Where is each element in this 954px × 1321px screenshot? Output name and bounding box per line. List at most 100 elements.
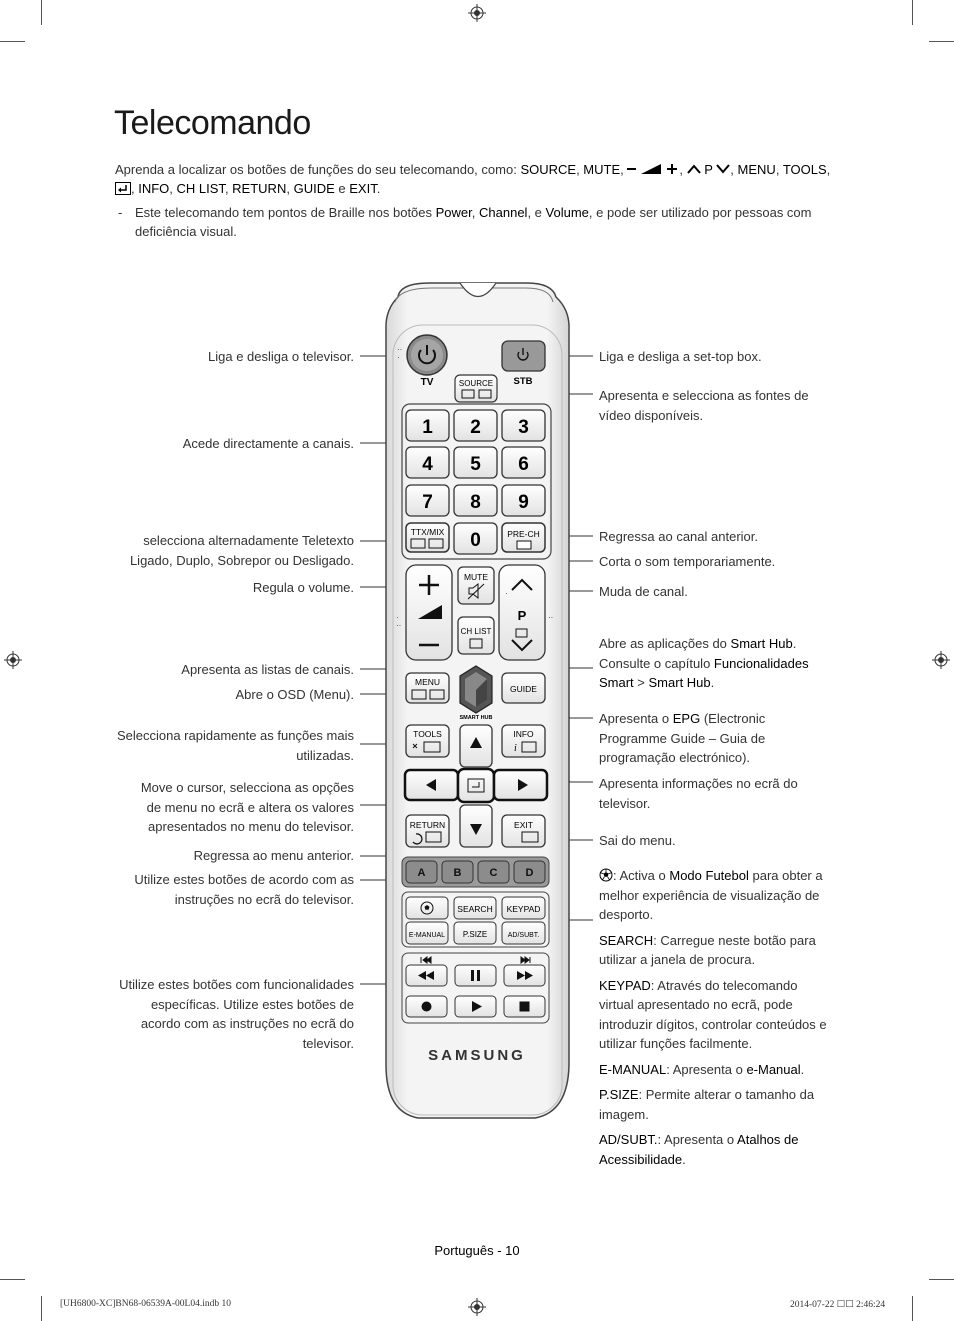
svg-text:3: 3 [518, 417, 529, 438]
svg-text:·: · [396, 613, 399, 622]
svg-text:P: P [518, 608, 527, 623]
play-button[interactable] [454, 995, 497, 1018]
smart-hub-button[interactable] [459, 665, 493, 714]
imprint-file: [UH6800-XC]BN68-06539A-00L04.indb 10 [60, 1299, 231, 1309]
label-stb-power: Liga e desliga a set-top box. [599, 349, 762, 364]
source-button[interactable]: SOURCE [454, 374, 498, 403]
arrow-up-icon [470, 737, 482, 748]
stb-label: STB [514, 376, 533, 387]
label-tv-power: Liga e desliga o televisor. [208, 349, 354, 364]
label-info: Apresenta informações no ecrã do televis… [599, 776, 798, 811]
exit-button[interactable]: EXIT [501, 814, 546, 848]
enter-icon [115, 182, 131, 195]
label-dpad: Move o cursor, selecciona as opções de m… [140, 780, 354, 834]
color-c-button[interactable]: C [477, 860, 510, 884]
color-a-button[interactable]: A [405, 860, 438, 884]
smart-hub-label: SMART HUB [460, 715, 493, 721]
imprint-date: 2014-07-22 ☐☐ 2:46:24 [790, 1300, 886, 1310]
media-panel [401, 952, 550, 1024]
record-button[interactable] [405, 995, 448, 1018]
svg-text:7: 7 [422, 492, 433, 513]
digit-7-button[interactable]: 7 [405, 484, 450, 517]
crop-mark [929, 41, 954, 42]
color-panel [401, 856, 550, 888]
svg-text:8: 8 [470, 492, 481, 513]
label-source: Apresenta e selecciona as fontes de víde… [599, 388, 809, 423]
channel-rocker[interactable]: P [498, 564, 546, 661]
label-volume: Regula o volume. [252, 580, 354, 595]
chevron-up-icon [686, 164, 701, 174]
tv-label: TV [421, 377, 434, 388]
ttx-mix-button[interactable]: TTX/MIX [405, 522, 450, 553]
p-size-button[interactable]: P.SIZE [453, 921, 497, 945]
svg-text:E-MANUAL: E-MANUAL [409, 932, 445, 939]
digit-9-button[interactable]: 9 [501, 484, 546, 517]
digit-2-button[interactable]: 2 [453, 409, 498, 442]
stop-button[interactable] [503, 995, 546, 1018]
fast-forward-button[interactable] [503, 964, 546, 987]
digit-panel [401, 403, 552, 560]
svg-text:·: · [397, 353, 400, 362]
tools-button[interactable]: TOOLS [405, 724, 450, 758]
svg-text:CH LIST: CH LIST [461, 627, 492, 636]
svg-text:6: 6 [518, 454, 529, 475]
e-manual-button[interactable]: E-MANUAL [405, 921, 449, 945]
ad-subt-button[interactable]: AD/SUBT. [501, 921, 546, 945]
crop-mark [0, 41, 25, 42]
svg-text:1: 1 [422, 417, 433, 438]
digit-0-button[interactable]: 0 [453, 522, 498, 555]
label-mute: Corta o som temporariamente. [599, 554, 776, 569]
svg-text:5: 5 [470, 454, 481, 475]
color-d-button[interactable]: D [513, 860, 546, 884]
stb-power-button[interactable] [501, 340, 546, 372]
tv-power-button[interactable] [406, 334, 448, 376]
digit-3-button[interactable]: 3 [501, 409, 546, 442]
svg-text:TTX/MIX: TTX/MIX [411, 527, 445, 537]
svg-text:A: A [418, 867, 426, 879]
svg-text:SOURCE: SOURCE [459, 379, 493, 388]
color-b-button[interactable]: B [441, 860, 474, 884]
chevron-down-icon [716, 164, 731, 174]
return-button[interactable]: RETURN [405, 814, 450, 848]
rewind-button[interactable] [405, 964, 448, 987]
crop-mark [929, 1279, 954, 1280]
volume-rocker[interactable] [405, 564, 453, 661]
label-chlist: Apresenta as listas de canais. [181, 662, 354, 677]
svg-text:MUTE: MUTE [464, 572, 488, 582]
registration-mark-icon [4, 651, 22, 669]
label-return: Regressa ao menu anterior. [193, 848, 354, 863]
svg-text:9: 9 [518, 492, 529, 513]
info-button[interactable]: INFO i [501, 724, 546, 758]
label-exit: Sai do menu. [599, 833, 676, 848]
svg-text:··: ·· [397, 345, 402, 354]
label-tools: Selecciona rapidamente as funções mais u… [116, 728, 354, 763]
ch-list-button[interactable]: CH LIST [457, 616, 495, 655]
label-media-buttons: Utilize estes botões com funcionalidades… [119, 977, 354, 1051]
svg-text:B: B [454, 867, 462, 879]
svg-text:D: D [526, 867, 534, 879]
label-channel: Muda de canal. [599, 584, 688, 599]
football-button[interactable] [405, 896, 449, 920]
digit-1-button[interactable]: 1 [405, 409, 450, 442]
enter-button[interactable] [456, 767, 496, 804]
pause-button[interactable] [454, 964, 497, 987]
svg-text:C: C [490, 867, 498, 879]
pre-ch-button[interactable]: PRE-CH [501, 522, 546, 553]
label-guide: Apresenta o EPG (Electronic Programme Gu… [599, 711, 766, 765]
svg-text:··: ·· [396, 621, 401, 630]
digit-8-button[interactable]: 8 [453, 484, 498, 517]
mute-button[interactable]: MUTE [457, 566, 495, 605]
label-color-buttons: Utilize estes botões de acordo com as in… [134, 872, 354, 907]
keypad-button[interactable]: KEYPAD [501, 896, 546, 920]
digit-6-button[interactable]: 6 [501, 446, 546, 479]
search-button[interactable]: SEARCH [453, 896, 497, 920]
digit-4-button[interactable]: 4 [405, 446, 450, 479]
label-smarthub: Abre as aplicações do Smart Hub. Consult… [599, 636, 809, 690]
digit-5-button[interactable]: 5 [453, 446, 498, 479]
direction-pad [403, 724, 549, 848]
menu-button[interactable]: MENU [405, 672, 450, 704]
guide-button[interactable]: GUIDE [501, 672, 546, 704]
svg-text:0: 0 [470, 530, 481, 551]
crop-mark [0, 1279, 25, 1280]
